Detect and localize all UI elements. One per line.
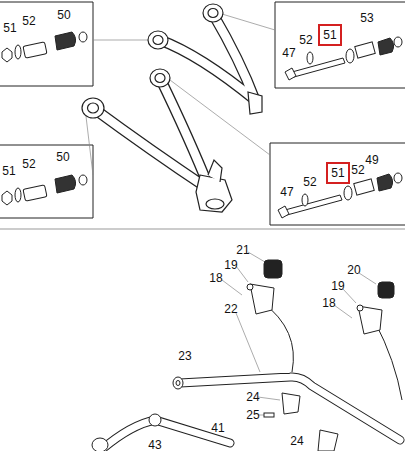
- callout-number: 53: [360, 12, 373, 24]
- callout-number: 51: [3, 22, 16, 34]
- callout-number: 41: [211, 422, 224, 434]
- callout-number: 47: [280, 186, 293, 198]
- callout-number: 22: [224, 303, 237, 315]
- callout-number: 52: [22, 158, 35, 170]
- callout-number: 18: [322, 297, 335, 309]
- callout-number: 21: [236, 244, 249, 256]
- callout-number: 52: [303, 176, 316, 188]
- callout-number: 24: [246, 391, 259, 403]
- highlighted-callout: 51: [318, 24, 342, 46]
- callout-number: 23: [178, 350, 191, 362]
- callout-number: 20: [347, 264, 360, 276]
- callout-number: 24: [290, 435, 303, 447]
- callout-number: 25: [246, 409, 259, 421]
- callout-number: 19: [331, 280, 344, 292]
- callout-number: 18: [209, 272, 222, 284]
- highlighted-callout: 51: [326, 162, 350, 184]
- callout-number: 52: [299, 34, 312, 46]
- callout-number: 47: [282, 47, 295, 59]
- callout-number: 51: [323, 29, 336, 41]
- callout-number: 52: [22, 15, 35, 27]
- callout-number: 51: [2, 165, 15, 177]
- callout-number: 50: [57, 9, 70, 21]
- callout-number: 49: [365, 154, 378, 166]
- callout-number: 43: [148, 439, 161, 451]
- callout-number: 51: [331, 167, 344, 179]
- callout-number: 50: [56, 151, 69, 163]
- callout-number: 19: [224, 259, 237, 271]
- callout-number: 52: [351, 164, 364, 176]
